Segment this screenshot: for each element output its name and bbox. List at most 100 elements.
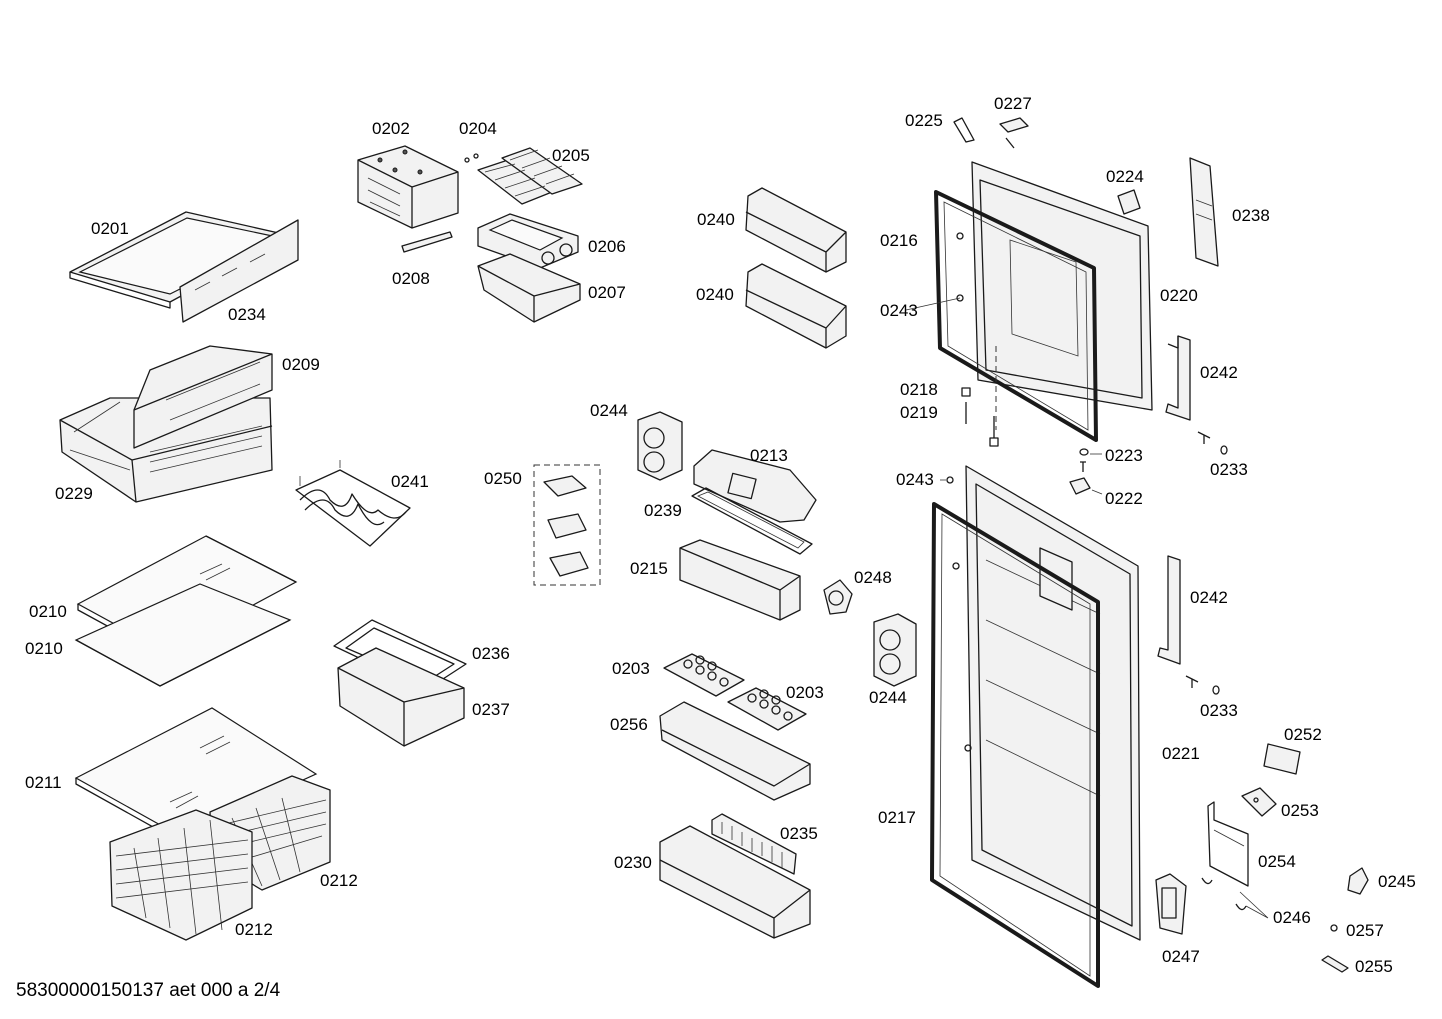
part-0243-screws: [946, 476, 954, 484]
label-0256: 0256: [610, 715, 648, 734]
label-0235: 0235: [780, 824, 818, 843]
label-0240: 0240: [697, 210, 735, 229]
part-0213-control-panel: [693, 449, 817, 523]
label-0225: 0225: [905, 111, 943, 130]
label-0212: 0212: [235, 920, 273, 939]
label-0229: 0229: [55, 484, 93, 503]
label-0202: 0202: [372, 119, 410, 138]
part-0241-bottle-rack: [295, 460, 411, 547]
part-0208-strip: [401, 231, 453, 253]
part-0227-cover: [999, 117, 1029, 149]
label-0248: 0248: [854, 568, 892, 587]
part-labels: 0201 0202 0203 0203 0204 0205 0206 0207 …: [25, 94, 1416, 976]
label-0247: 0247: [1162, 947, 1200, 966]
part-0239-seal-frame: [691, 487, 813, 555]
part-0240-door-bin-lower: [745, 263, 847, 349]
label-0252: 0252: [1284, 725, 1322, 744]
label-0234: 0234: [228, 305, 266, 324]
label-0206: 0206: [588, 237, 626, 256]
label-0216: 0216: [880, 231, 918, 250]
part-0206-bucket-frame: [477, 213, 579, 269]
label-0236: 0236: [472, 644, 510, 663]
part-0217-fridge-gasket: [930, 502, 1100, 988]
part-0204-0205-ice-trays: [464, 147, 583, 205]
label-0219: 0219: [900, 403, 938, 422]
label-0211: 0211: [25, 773, 62, 792]
label-0245: 0245: [1378, 872, 1416, 891]
label-0218: 0218: [900, 380, 938, 399]
label-0221: 0221: [1162, 744, 1200, 763]
part-0237-drawer: [337, 647, 465, 747]
part-0215-door-shelf: [679, 539, 801, 621]
part-0253-bracket: [1241, 787, 1277, 817]
part-0229-drawer: [59, 397, 273, 503]
part-0246-springs: [1201, 877, 1247, 911]
label-0243: 0243: [896, 470, 934, 489]
label-0213: 0213: [750, 446, 788, 465]
part-0254-bracket: [1207, 801, 1249, 887]
label-0203: 0203: [786, 683, 824, 702]
label-0224: 0224: [1106, 167, 1144, 186]
label-0243: 0243: [880, 301, 918, 320]
part-0218-0219-pins: [961, 346, 999, 447]
part-0225-clip: [953, 117, 975, 143]
label-0240: 0240: [696, 285, 734, 304]
label-0209: 0209: [282, 355, 320, 374]
leader-lines: [905, 297, 1269, 919]
part-0250-accessory-set: [533, 464, 601, 586]
label-0233: 0233: [1200, 701, 1238, 720]
drawing-code: 58300000150137 aet 000 a 2/4: [16, 980, 281, 1001]
label-0220: 0220: [1160, 286, 1198, 305]
part-0245-clip: [1347, 867, 1369, 895]
part-0201-shelf-tray: [69, 211, 293, 309]
label-0241: 0241: [391, 472, 429, 491]
label-0208: 0208: [392, 269, 430, 288]
part-0257-pin: [1330, 924, 1338, 932]
part-0203-egg-tray-left: [663, 653, 745, 697]
label-0255: 0255: [1355, 957, 1393, 976]
label-0253: 0253: [1281, 801, 1319, 820]
label-0254: 0254: [1258, 852, 1296, 871]
label-0244: 0244: [869, 688, 907, 707]
part-0242-handle-lower: [1157, 555, 1181, 665]
part-0256-door-tray: [659, 701, 811, 801]
label-0203: 0203: [612, 659, 650, 678]
part-0203-egg-tray-right: [727, 687, 807, 731]
part-0235-bottle-guard: [711, 813, 797, 875]
part-0242-handle-upper: [1165, 335, 1191, 421]
label-0217: 0217: [878, 808, 916, 827]
label-0215: 0215: [630, 559, 668, 578]
label-0222: 0222: [1105, 489, 1143, 508]
part-0202-housing: [357, 145, 459, 229]
part-0244-upper-hinge-cover: [637, 411, 683, 481]
label-0244: 0244: [590, 401, 628, 420]
label-0242: 0242: [1200, 363, 1238, 382]
part-0207-bucket: [477, 253, 581, 323]
label-0205: 0205: [552, 146, 590, 165]
label-0223: 0223: [1105, 446, 1143, 465]
label-0201: 0201: [91, 219, 129, 238]
label-0246: 0246: [1273, 908, 1311, 927]
label-0239: 0239: [644, 501, 682, 520]
part-0233-screws: [1185, 431, 1228, 695]
label-0210: 0210: [25, 639, 63, 658]
part-0247-hinge-bracket: [1155, 873, 1187, 935]
label-0257: 0257: [1346, 921, 1384, 940]
label-0242: 0242: [1190, 588, 1228, 607]
part-0238-panel: [1189, 157, 1219, 267]
part-0252-plate: [1263, 743, 1301, 775]
part-0234-front-panel: [179, 219, 299, 323]
label-0233: 0233: [1210, 460, 1248, 479]
part-0209-divider-shelf: [133, 345, 273, 449]
part-0255-rod: [1321, 955, 1349, 973]
label-0230: 0230: [614, 853, 652, 872]
part-0210-glass-shelf-lower: [74, 583, 292, 687]
label-0227: 0227: [994, 94, 1032, 113]
label-0237: 0237: [472, 700, 510, 719]
part-0240-door-bin-upper: [745, 187, 847, 273]
part-0230-bottle-shelf: [659, 825, 811, 939]
label-0204: 0204: [459, 119, 497, 138]
part-0212-crisper-left: [109, 809, 253, 941]
part-0224-cap: [1117, 189, 1141, 215]
